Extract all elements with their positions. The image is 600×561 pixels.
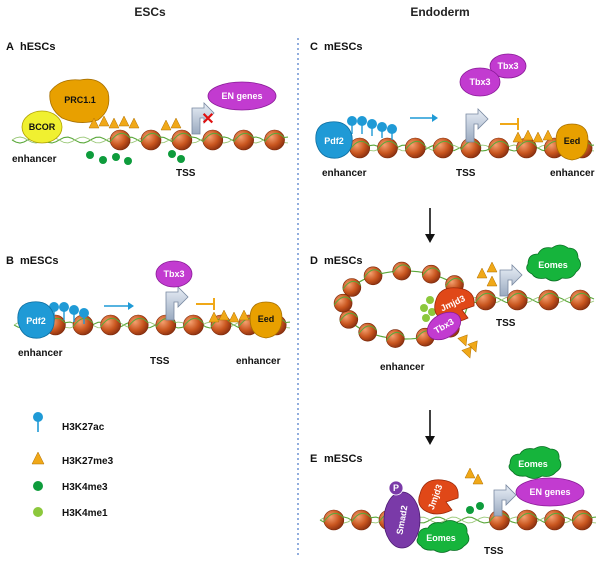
panel-c-enhancer-right: enhancer <box>550 168 595 179</box>
panel-e-phospho-label: P <box>393 483 399 493</box>
prc1-1-label: PRC1.1 <box>64 95 96 105</box>
panel-b-h3k27me3-marks <box>208 309 250 323</box>
panel-b-letter: B <box>6 255 14 267</box>
panel-d-eomes-label: Eomes <box>538 260 568 270</box>
panel-b-pdf2-label: Pdf2 <box>26 316 46 326</box>
panel-c-eed-label: Eed <box>564 136 581 146</box>
legend-label-h3k4me3: H3K4me3 <box>62 482 108 493</box>
legend-h3k4me3: H3K4me3 <box>33 481 108 493</box>
panel-d-letter: D <box>310 255 318 267</box>
panel-b-title: mESCs <box>20 255 59 267</box>
panel-d-enhancer: enhancer <box>380 362 425 373</box>
header-escs: ESCs <box>134 5 166 19</box>
panel-c-tbx3-upper <box>489 53 527 79</box>
panel-e: E mESCs Smad2 P Jmjd3 Eomes Eomes EN gen… <box>310 446 597 557</box>
panel-e-tss-arrow <box>493 484 517 517</box>
panel-a-title: hESCs <box>20 41 55 53</box>
panel-a-en-genes <box>207 81 277 111</box>
panel-c-pdf2 <box>315 121 353 159</box>
panel-e-eomes-bound <box>416 520 470 553</box>
panel-a-tss-arrow <box>191 102 215 135</box>
panel-e-eomes-bound-label: Eomes <box>426 533 456 543</box>
legend-label-h3k4me1: H3K4me1 <box>62 508 108 519</box>
panel-e-tss: TSS <box>484 546 504 557</box>
panel-e-h3k27me3-marks <box>464 467 484 485</box>
legend-h3k27ac: H3K27ac <box>33 412 105 433</box>
legend-h3k27me3: H3K27me3 <box>31 451 114 467</box>
panel-c: C mESCs Pdf2 Tbx3 Tbx3 Eed enhancer TSS <box>310 41 595 179</box>
legend-label-h3k27ac: H3K27ac <box>62 422 105 433</box>
panel-e-en-genes <box>515 477 585 507</box>
panel-c-eed <box>555 123 589 161</box>
panel-c-tss: TSS <box>456 168 476 179</box>
panel-e-title: mESCs <box>324 453 363 465</box>
panel-d-title: mESCs <box>324 255 363 267</box>
panel-a-enhancer: enhancer <box>12 154 57 165</box>
panel-a-letter: A <box>6 41 14 53</box>
panel-c-pdf2-label: Pdf2 <box>324 136 344 146</box>
panel-b: B mESCs Pdf2 Tbx3 Eed enhance <box>6 255 291 367</box>
header-endoderm: Endoderm <box>410 5 469 19</box>
panel-d: D mESCs Jmjd3 Tbx3 Eomes enhancer T <box>310 244 595 373</box>
panel-a-tss: TSS <box>176 168 196 179</box>
panel-b-tss-arrow <box>165 286 189 321</box>
panel-d-tss: TSS <box>496 318 516 329</box>
panel-c-h3k27me3-marks <box>512 129 554 143</box>
legend-h3k4me1: H3K4me1 <box>33 507 108 519</box>
panel-a-h3k4me3-marks <box>86 150 185 165</box>
panel-d-tss-arrow <box>499 264 523 297</box>
panel-b-enhancer-right: enhancer <box>236 356 281 367</box>
panel-c-tbx3-lower-label: Tbx3 <box>469 77 490 87</box>
legend-label-h3k27me3: H3K27me3 <box>62 456 114 467</box>
panel-c-h3k27ac-marks <box>347 116 397 140</box>
panel-c-chromatin <box>317 137 595 159</box>
panel-d-chromatin-right <box>469 289 595 311</box>
panel-e-phospho <box>388 480 404 496</box>
panel-b-chromatin <box>13 314 291 336</box>
panel-b-tss: TSS <box>150 356 170 367</box>
panel-c-tss-arrow <box>465 108 489 143</box>
panel-c-enhancer-left: enhancer <box>322 168 367 179</box>
panel-a-en-genes-label: EN genes <box>221 91 262 101</box>
bcor-blob <box>21 110 63 144</box>
panel-e-eomes-top <box>508 446 562 479</box>
panel-b-eed <box>249 301 283 339</box>
panel-b-tbx3 <box>155 260 193 288</box>
panel-c-title: mESCs <box>324 41 363 53</box>
panel-e-eomes-top-label: Eomes <box>518 459 548 469</box>
panel-b-enhancer-left: enhancer <box>18 348 63 359</box>
panel-e-letter: E <box>310 453 317 465</box>
prc1-1-complex <box>49 78 110 123</box>
panel-e-jmjd3 <box>418 479 459 515</box>
panel-d-h3k4me1-marks <box>420 296 436 322</box>
legend: H3K27ac H3K27me3 H3K4me3 H3K4me1 <box>31 412 114 519</box>
panel-a-h3k27me3-marks <box>88 115 182 131</box>
panel-d-eomes <box>526 244 581 282</box>
panel-c-tbx3-lower <box>459 67 501 97</box>
panel-b-eed-label: Eed <box>258 314 275 324</box>
panel-b-pdf2 <box>17 301 55 339</box>
panel-d-h3k27me3-marks <box>457 261 498 359</box>
panel-a: A hESCs BCOR PRC1.1 ✕ EN genes <box>6 41 289 179</box>
panel-a-chromatin <box>11 129 289 151</box>
panel-a-block-x: ✕ <box>201 111 214 128</box>
bcor-label: BCOR <box>29 122 56 132</box>
panel-c-tbx3-upper-label: Tbx3 <box>497 61 518 71</box>
panel-c-letter: C <box>310 41 318 53</box>
panel-b-tbx3-label: Tbx3 <box>163 269 184 279</box>
panel-b-h3k27ac-marks <box>49 302 89 324</box>
panel-d-tbx3 <box>426 311 462 341</box>
panel-e-en-genes-label: EN genes <box>529 487 570 497</box>
panel-e-h3k4me3-marks <box>466 502 484 514</box>
